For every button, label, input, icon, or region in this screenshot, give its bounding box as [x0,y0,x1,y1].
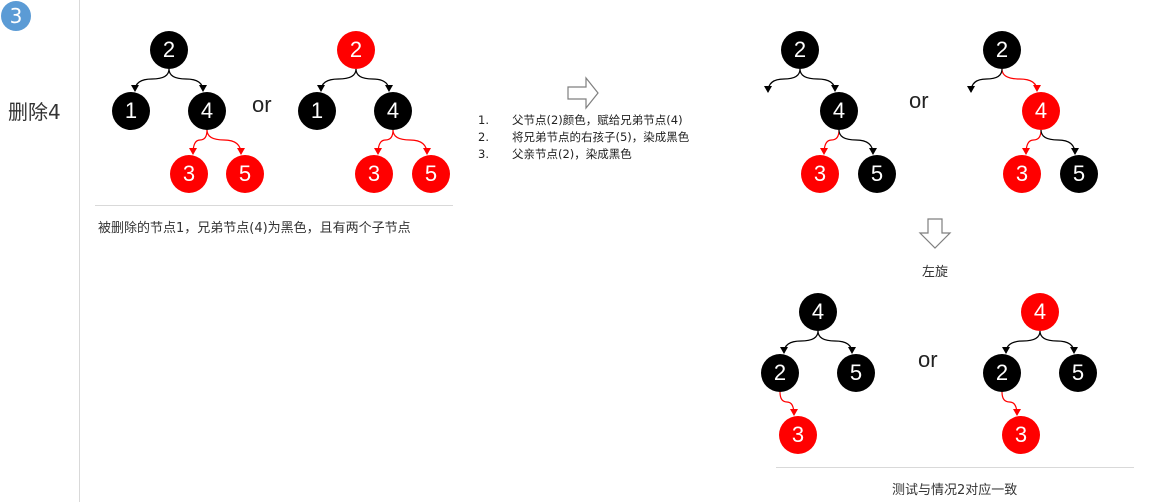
edge-4-5 [1040,129,1079,155]
tree-node-4: 4 [1021,293,1059,331]
edge-2-3 [1001,391,1021,416]
or-label-right-bottom: or [918,347,938,372]
tree-node-5: 5 [1060,155,1098,193]
tree-node-5: 5 [858,155,896,193]
edge-4-3 [189,129,208,155]
edge-2-stub [967,68,1003,93]
bottom-caption: 测试与情况2对应一致 [892,483,1018,498]
edge-4-3 [1022,129,1042,155]
edge-2-stub [764,68,801,93]
edge-2-3 [779,391,798,416]
edge-4-2 [780,330,819,354]
rotate-label: 左旋 [922,265,949,280]
edge-2-4 [1001,68,1041,92]
tree-node-3: 3 [170,155,208,193]
edge-2-4 [168,68,207,92]
edge-4-3 [374,129,394,155]
tree-node-3: 3 [355,155,393,193]
edge-4-5 [1039,330,1078,354]
edge-2-1 [131,68,170,92]
tree-node-3: 3 [779,416,817,454]
tree-node-2: 2 [337,31,375,69]
step-number-badge: 3 [1,1,31,31]
edge-4-5 [206,129,245,155]
tree-node-3: 3 [801,155,839,193]
tree-node-2: 2 [983,354,1021,392]
right-arrow-icon [567,76,599,110]
section-title: 删除4 [8,100,61,124]
down-arrow-icon [918,218,952,249]
tree-node-1: 1 [112,92,150,130]
edge-4-5 [392,129,431,155]
or-label-left: or [252,92,272,117]
tree-node-1: 1 [298,92,336,130]
left-caption: 被删除的节点1，兄弟节点(4)为黑色，且有两个子节点 [98,221,411,236]
bottom-caption-rule [776,467,1134,468]
tree-node-4: 4 [188,92,226,130]
edge-2-1 [317,68,357,92]
edge-4-3 [820,129,840,155]
edge-2-4 [799,68,839,92]
tree-node-3: 3 [1003,155,1041,193]
left-caption-rule [95,205,453,206]
step-item: 1.父节点(2)颜色，赋给兄弟节点(4) [478,113,683,127]
edge-4-5 [838,129,877,155]
edge-2-4 [355,68,393,92]
or-label-right-top: or [909,88,929,113]
step-item: 2.将兄弟节点的右孩子(5)，染成黑色 [478,130,690,144]
recolor-steps-list: 1.父节点(2)颜色，赋给兄弟节点(4) 2.将兄弟节点的右孩子(5)，染成黑色… [478,112,689,163]
tree-node-4: 4 [820,92,858,130]
step-item: 3.父亲节点(2)，染成黑色 [478,147,632,161]
edge-4-5 [817,330,856,354]
tree-node-3: 3 [1002,416,1040,454]
tree-node-5: 5 [226,155,264,193]
tree-node-2: 2 [150,31,188,69]
tree-node-4: 4 [799,293,837,331]
tree-node-2: 2 [781,31,819,69]
tree-node-5: 5 [412,155,450,193]
tree-node-4: 4 [1022,92,1060,130]
vertical-divider [79,0,80,502]
tree-node-5: 5 [837,354,875,392]
tree-node-2: 2 [761,354,799,392]
tree-node-5: 5 [1059,354,1097,392]
tree-node-4: 4 [374,92,412,130]
tree-node-2: 2 [983,31,1021,69]
edge-4-2 [1002,330,1041,354]
